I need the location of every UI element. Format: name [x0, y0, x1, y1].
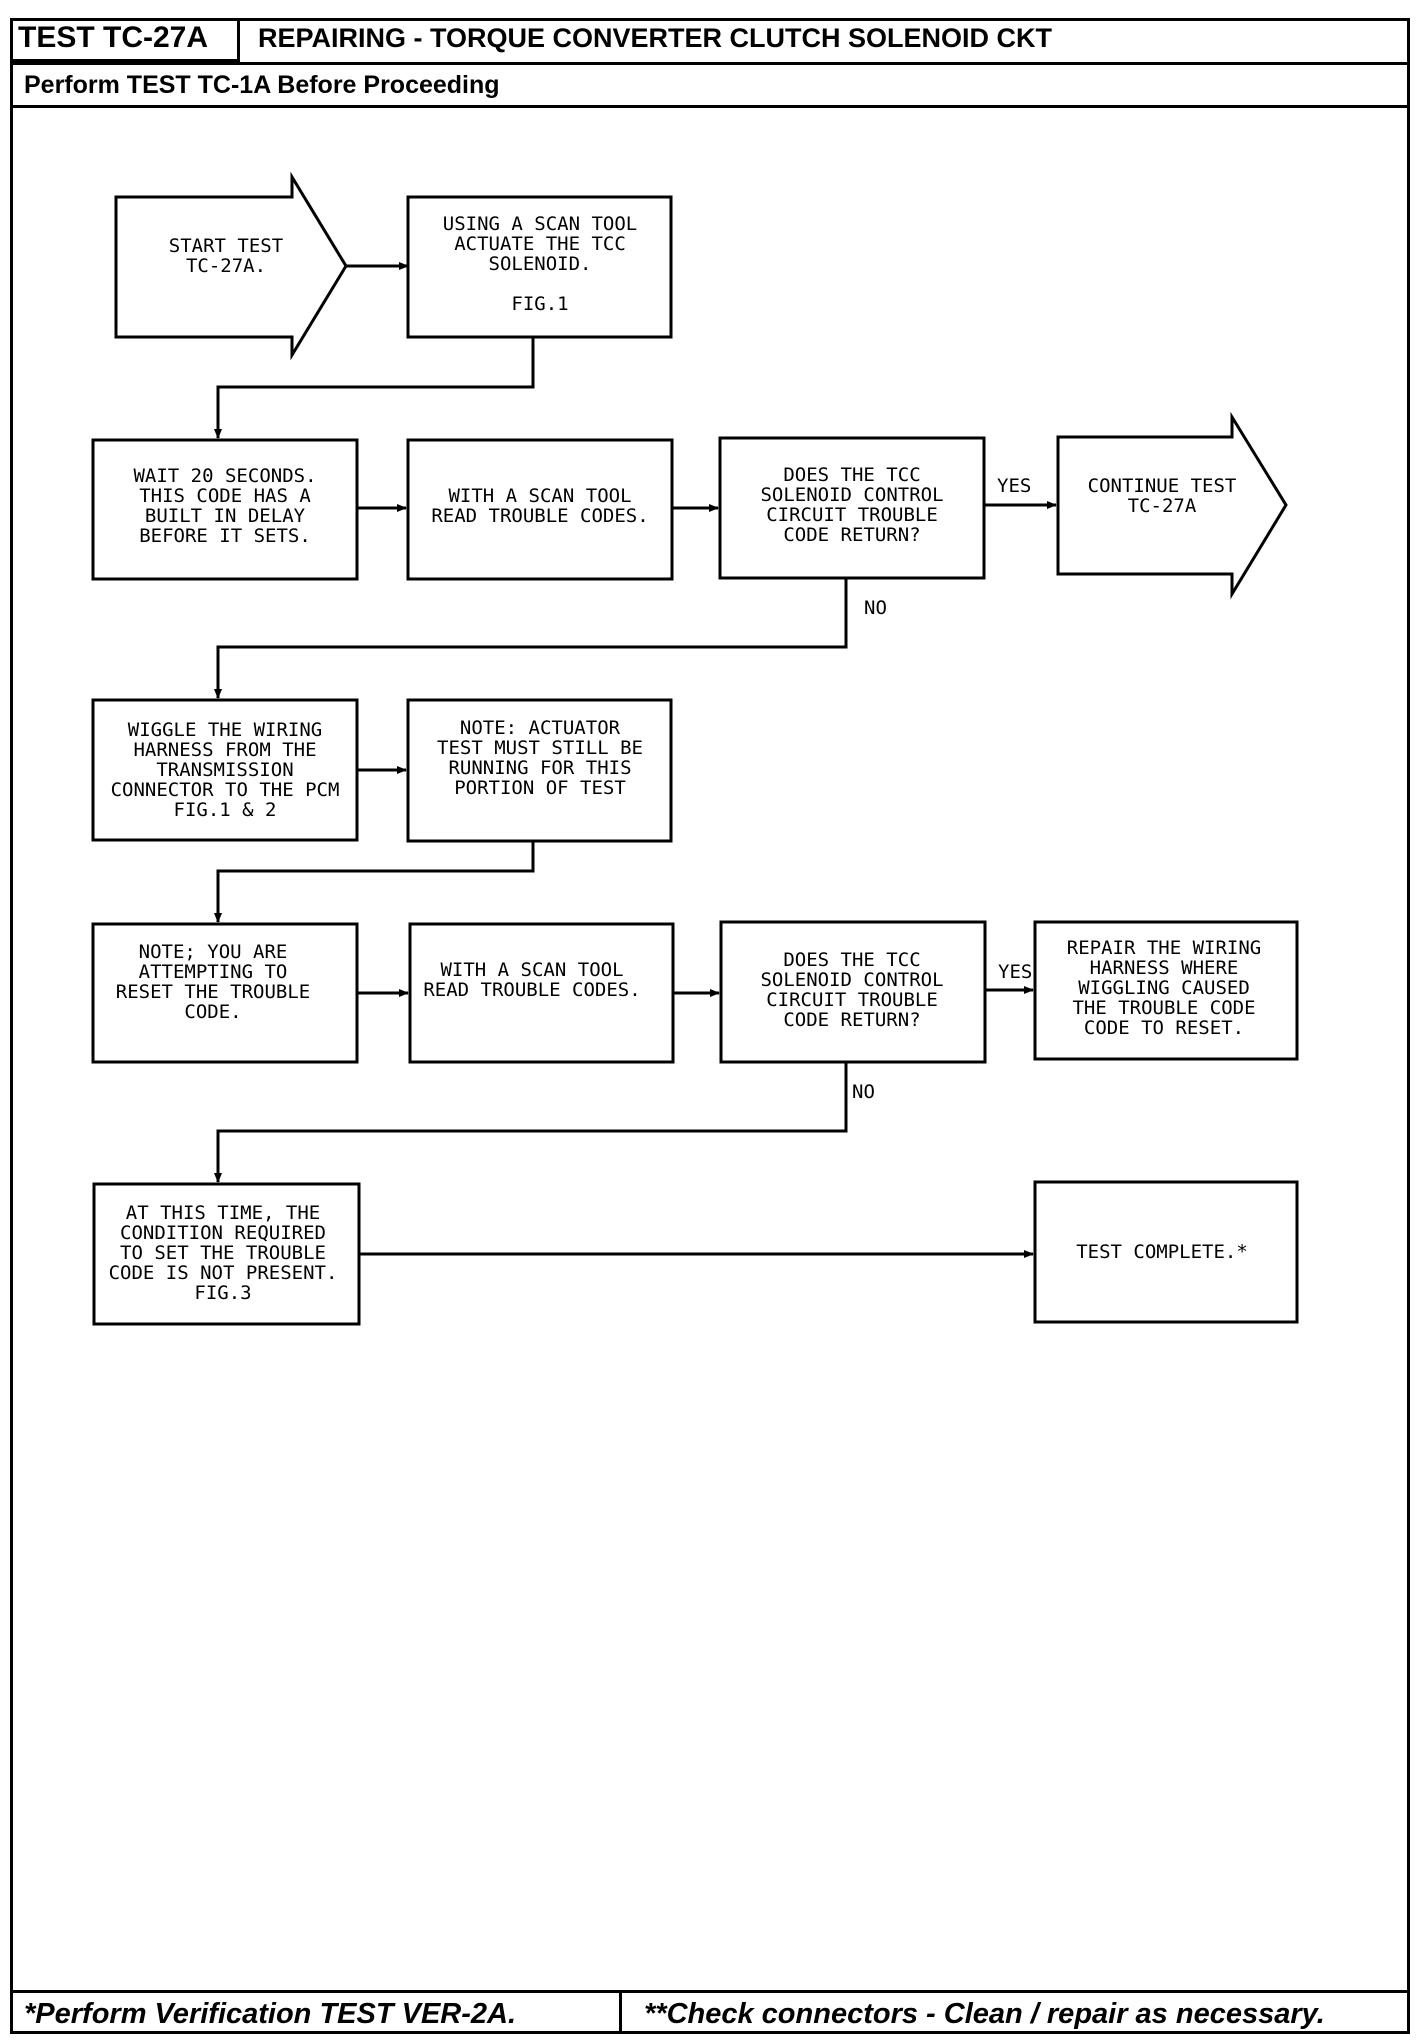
node-text-line: WAIT 20 SECONDS. [133, 465, 316, 487]
node-text-line: CIRCUIT TROUBLE [766, 989, 938, 1011]
node-text-line: TEST MUST STILL BE [437, 737, 643, 759]
node-text-line: AT THIS TIME, THE [126, 1202, 320, 1224]
node-text-line: BEFORE IT SETS. [139, 525, 311, 547]
connectors [214, 262, 1057, 1258]
node-text-line: NOTE: ACTUATOR [460, 717, 621, 739]
node-text-line: CODE. [184, 1001, 241, 1023]
node-text-line: NOTE; YOU ARE [139, 941, 288, 963]
edge-q1-wiggle [214, 578, 848, 699]
node-text-line: FIG.3 [194, 1282, 251, 1304]
edge-q2-notpresent [214, 1062, 848, 1183]
node-text-line: TC-27A [1128, 495, 1197, 517]
node-text-line: PORTION OF TEST [454, 777, 626, 799]
page-title: REPAIRING - TORQUE CONVERTER CLUTCH SOLE… [258, 23, 1053, 53]
yes-label-1: YES [997, 475, 1031, 497]
node-text-line: TEST COMPLETE.* [1076, 1241, 1248, 1263]
node-text-line: WIGGLE THE WIRING [128, 719, 322, 741]
node-text-line: CODE RETURN? [783, 1009, 920, 1031]
node-text-line: WITH A SCAN TOOL [440, 959, 623, 981]
node-text-line: SOLENOID CONTROL [760, 969, 943, 991]
node-text-line: TRANSMISSION [156, 759, 293, 781]
node-text-line: WIGGLING CAUSED [1078, 977, 1250, 999]
node-text-line: CIRCUIT TROUBLE [766, 504, 938, 526]
page-subtitle: Perform TEST TC-1A Before Proceeding [10, 62, 1410, 108]
no-label-2: NO [852, 1081, 875, 1103]
page-frame [10, 18, 1410, 2034]
node-text-line: RESET THE TROUBLE [116, 981, 310, 1003]
node-text-line: READ TROUBLE CODES. [423, 979, 640, 1001]
node-text-line: WITH A SCAN TOOL [448, 485, 631, 507]
node-text-line: TC-27A. [186, 255, 266, 277]
footer-right: **Check connectors - Clean / repair as n… [622, 1990, 1410, 2034]
node-text-line: ACTUATE THE TCC [454, 233, 626, 255]
node-text-line: CONNECTOR TO THE PCM [111, 779, 340, 801]
node-text-line: DOES THE TCC [783, 949, 920, 971]
node-text-line: FIG.1 [511, 293, 568, 315]
node-text-line: CONTINUE TEST [1088, 475, 1237, 497]
edge-note-reset [214, 841, 535, 923]
node-complete: TEST COMPLETE.* [1033, 1180, 1299, 1324]
node-text-line: TO SET THE TROUBLE [120, 1242, 326, 1264]
node-text-line: RUNNING FOR THIS [448, 757, 631, 779]
node-text-line: START TEST [169, 235, 283, 257]
node-text-line: CODE RETURN? [783, 524, 920, 546]
node-text-line: ATTEMPTING TO [139, 961, 288, 983]
node-text-line: USING A SCAN TOOL [443, 213, 637, 235]
node-text-line: FIG.1 & 2 [174, 799, 277, 821]
node-text-line: HARNESS FROM THE [133, 739, 316, 761]
footer-left: *Perform Verification TEST VER-2A. [10, 1990, 622, 2034]
no-label-1: NO [864, 597, 887, 619]
node-text-line: DOES THE TCC [783, 464, 920, 486]
yes-label-2: YES [998, 961, 1032, 983]
node-text-line: SOLENOID CONTROL [760, 484, 943, 506]
complete-text: TEST COMPLETE.* [1076, 1241, 1248, 1263]
node-text-line: SOLENOID. [489, 253, 592, 275]
node-text-line: THE TROUBLE CODE [1072, 997, 1255, 1019]
node-text-line: HARNESS WHERE [1090, 957, 1239, 979]
node-text-line: BUILT IN DELAY [145, 505, 306, 527]
test-id: TEST TC-27A [10, 18, 240, 62]
node-text-line: THIS CODE HAS A [139, 485, 311, 507]
node-text-line: CODE IS NOT PRESENT. [109, 1262, 338, 1284]
node-text-line: CONDITION REQUIRED [120, 1222, 326, 1244]
node-text-line: REPAIR THE WIRING [1067, 937, 1261, 959]
node-text-line: CODE TO RESET. [1084, 1017, 1244, 1039]
node-text-line: READ TROUBLE CODES. [431, 505, 648, 527]
edge-actuate-wait [214, 337, 535, 439]
